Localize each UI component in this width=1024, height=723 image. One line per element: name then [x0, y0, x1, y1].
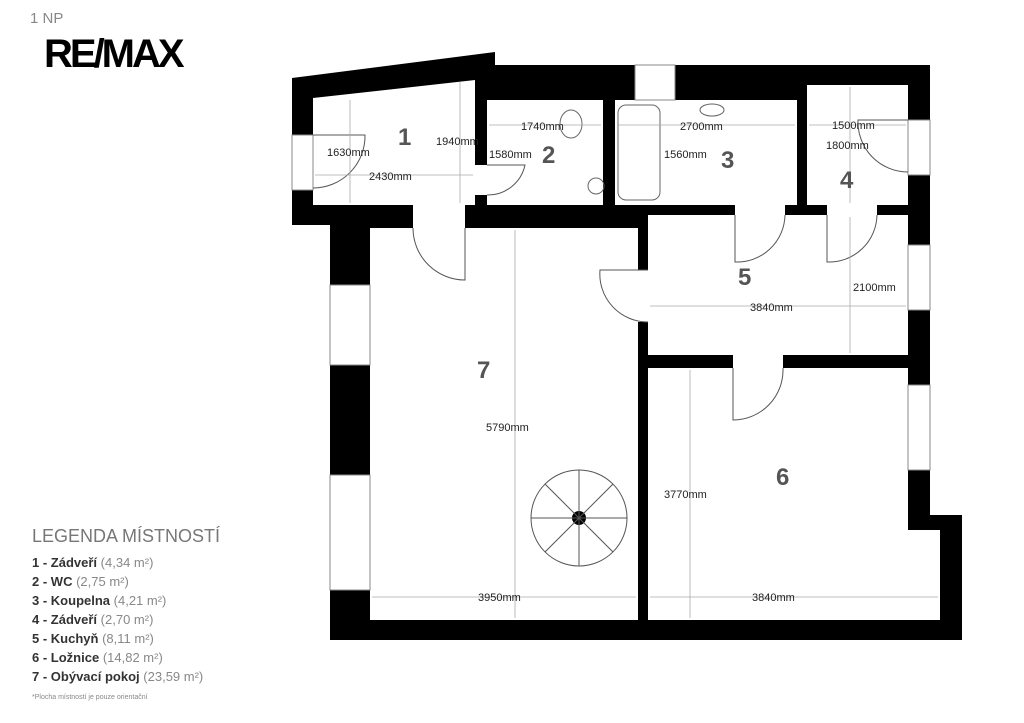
room-6 [648, 368, 940, 620]
svg-text:1560mm: 1560mm [664, 149, 707, 161]
svg-text:1: 1 [398, 124, 411, 151]
door-opening [413, 205, 465, 228]
spiral-staircase [530, 469, 628, 567]
area-note: *Plocha místností je pouze orientační [32, 694, 148, 701]
legend-item: 1 - Zádveří (4,34 m²) [32, 555, 154, 570]
dimension-labels: 2430mm 1630mm 1940mm 1740mm 1580mm 2700m… [327, 120, 896, 604]
legend-item: 5 - Kuchyň (8,11 m²) [32, 631, 154, 646]
svg-text:7: 7 [477, 357, 490, 384]
bathroom-fixtures [559, 103, 725, 201]
svg-text:1630mm: 1630mm [327, 147, 370, 159]
svg-text:2: 2 [542, 142, 555, 169]
room-4 [807, 85, 908, 205]
legend-item: 4 - Zádveří (2,70 m²) [32, 612, 154, 627]
dimension-lines [315, 82, 938, 618]
room-2 [487, 100, 603, 205]
svg-text:2100mm: 2100mm [853, 282, 896, 294]
legend-item: 7 - Obývací pokoj (23,59 m²) [32, 669, 204, 684]
room-3 [615, 100, 797, 205]
rooms [313, 80, 940, 620]
svg-text:2430mm: 2430mm [369, 171, 412, 183]
svg-text:3770mm: 3770mm [664, 489, 707, 501]
svg-text:1800mm: 1800mm [826, 140, 869, 152]
svg-text:3: 3 [721, 147, 734, 174]
doors [312, 119, 909, 421]
room-1 [313, 80, 475, 205]
svg-text:2700mm: 2700mm [680, 121, 723, 133]
legend-item: 6 - Ložnice (14,82 m²) [32, 650, 163, 665]
floor-label: 1 NP [30, 10, 64, 27]
svg-text:3840mm: 3840mm [750, 302, 793, 314]
room-7 [370, 228, 638, 620]
room-numbers: 1 2 3 4 5 6 7 [398, 124, 854, 491]
svg-text:1500mm: 1500mm [832, 120, 875, 132]
legend-item: 2 - WC (2,75 m²) [32, 574, 129, 589]
legend-title: LEGENDA MÍSTNOSTÍ [32, 526, 221, 546]
remax-logo: RE/MAX [44, 32, 185, 76]
room-legend: LEGENDA MÍSTNOSTÍ 1 - Zádveří (4,34 m²) … [32, 526, 220, 701]
windows [291, 64, 931, 591]
svg-text:5790mm: 5790mm [486, 422, 529, 434]
svg-text:6: 6 [776, 464, 789, 491]
svg-text:1580mm: 1580mm [489, 149, 532, 161]
svg-text:5: 5 [738, 264, 751, 291]
legend-item: 3 - Koupelna (4,21 m²) [32, 593, 167, 608]
svg-text:1740mm: 1740mm [521, 121, 564, 133]
svg-text:3950mm: 3950mm [478, 592, 521, 604]
svg-text:3840mm: 3840mm [752, 592, 795, 604]
svg-text:4: 4 [840, 167, 854, 194]
svg-text:1940mm: 1940mm [436, 136, 479, 148]
